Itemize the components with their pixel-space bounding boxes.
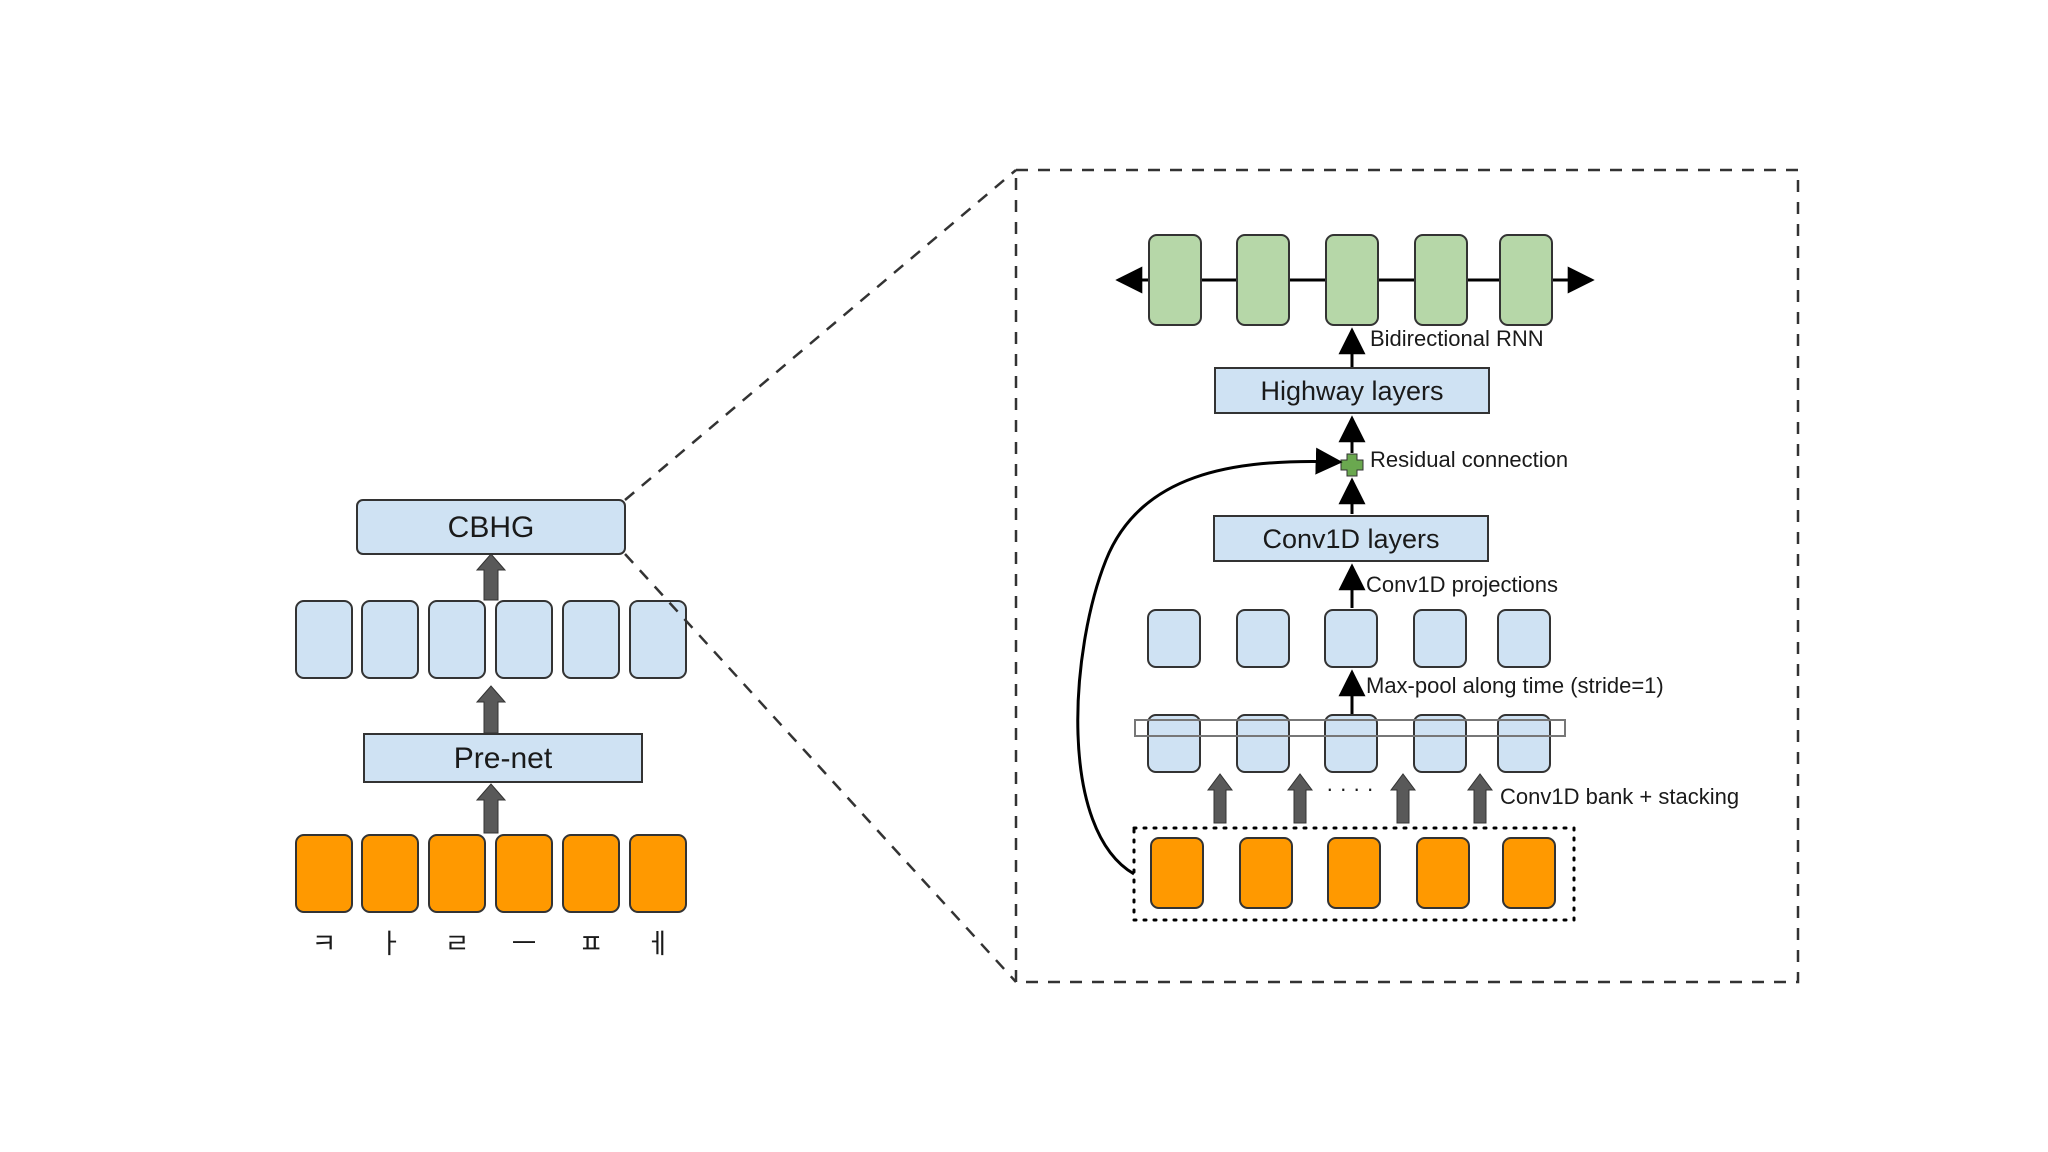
rnn-cell [1499,234,1553,326]
input-cell [361,834,419,913]
detail-input-cells-row [1150,837,1556,909]
maxpool-label: Max-pool along time (stride=1) [1366,673,1664,698]
prenet-box [363,733,643,783]
input-jamo-label: ㅏ [378,929,403,960]
input-jamo-label: ㄹ [445,929,470,960]
rnn-cell [1325,234,1379,326]
zoom-line-top [624,169,1017,501]
hidden-cell [295,600,353,679]
highway-layers-box [1214,367,1490,414]
ellipsis-label: · · · · [1326,776,1374,801]
hidden-cell [495,600,553,679]
hidden-cells-row [295,600,687,679]
detail-input-cell [1502,837,1556,909]
input-jamo-labels: ㅋ ㅏ ㄹ ㅡ ㅍ ㅔ [312,929,671,960]
bank-cell [1413,714,1467,773]
detail-frame [1014,168,1800,984]
pooled-cells-row [1147,609,1551,668]
conv1d-layers-label: Conv1D layers [1262,524,1439,554]
input-jamo-label: ㅔ [646,929,671,960]
hidden-cell [629,600,687,679]
input-jamo-label: ㅍ [579,929,604,960]
prenet-label: Pre-net [454,742,553,775]
hidden-cell [361,600,419,679]
bank-cell [1236,714,1290,773]
bank-cell [1497,714,1551,773]
hidden-cell [428,600,486,679]
maxpool-window [1134,719,1566,737]
fat-arrow-up-icon [475,553,507,601]
cbhg-detail-panel: Bidirectional RNN Highway layers Residua… [1014,168,1800,984]
highway-layers-label: Highway layers [1260,376,1443,406]
input-cell [295,834,353,913]
detail-input-cell [1239,837,1293,909]
fat-arrow-up-icon [475,685,507,734]
input-cells-row [295,834,687,913]
hidden-cell [562,600,620,679]
rnn-cells-row [1148,234,1553,326]
zoom-line-bottom [624,553,1017,983]
detail-input-cell [1416,837,1470,909]
conv-bank-cells-row [1147,714,1551,773]
pooled-cell [1324,609,1378,668]
detail-input-container [1132,826,1576,922]
input-cell [495,834,553,913]
pooled-cell [1413,609,1467,668]
residual-connection-label: Residual connection [1370,447,1568,472]
input-jamo-label: ㅡ [512,929,537,960]
encoder-overview: CBHG Pre-net ㅋ [295,499,687,960]
fat-arrow-up-icon [1207,773,1233,824]
detail-input-cell [1150,837,1204,909]
residual-plus-icon [1340,453,1364,477]
conv-bank-label: Conv1D bank + stacking [1500,784,1739,809]
input-cell [629,834,687,913]
rnn-cell [1236,234,1290,326]
input-jamo-label: ㅋ [312,929,337,960]
cbhg-label: CBHG [448,511,535,544]
detail-input-cell [1327,837,1381,909]
rnn-cell [1148,234,1202,326]
conv1d-layers-box [1213,515,1489,562]
fat-arrow-up-icon [1390,773,1416,824]
pooled-cell [1147,609,1201,668]
pooled-cell [1236,609,1290,668]
pooled-cell [1497,609,1551,668]
bank-cell [1147,714,1201,773]
rnn-cell [1414,234,1468,326]
bidirectional-rnn-label: Bidirectional RNN [1370,326,1544,351]
residual-connection-curve [1076,447,1343,876]
input-cell [428,834,486,913]
fat-arrow-up-icon [1287,773,1313,824]
fat-arrow-up-icon [475,783,507,834]
fat-arrow-up-icon [1467,773,1493,824]
input-cell [562,834,620,913]
bank-cell [1324,714,1378,773]
conv1d-projections-label: Conv1D projections [1366,572,1558,597]
